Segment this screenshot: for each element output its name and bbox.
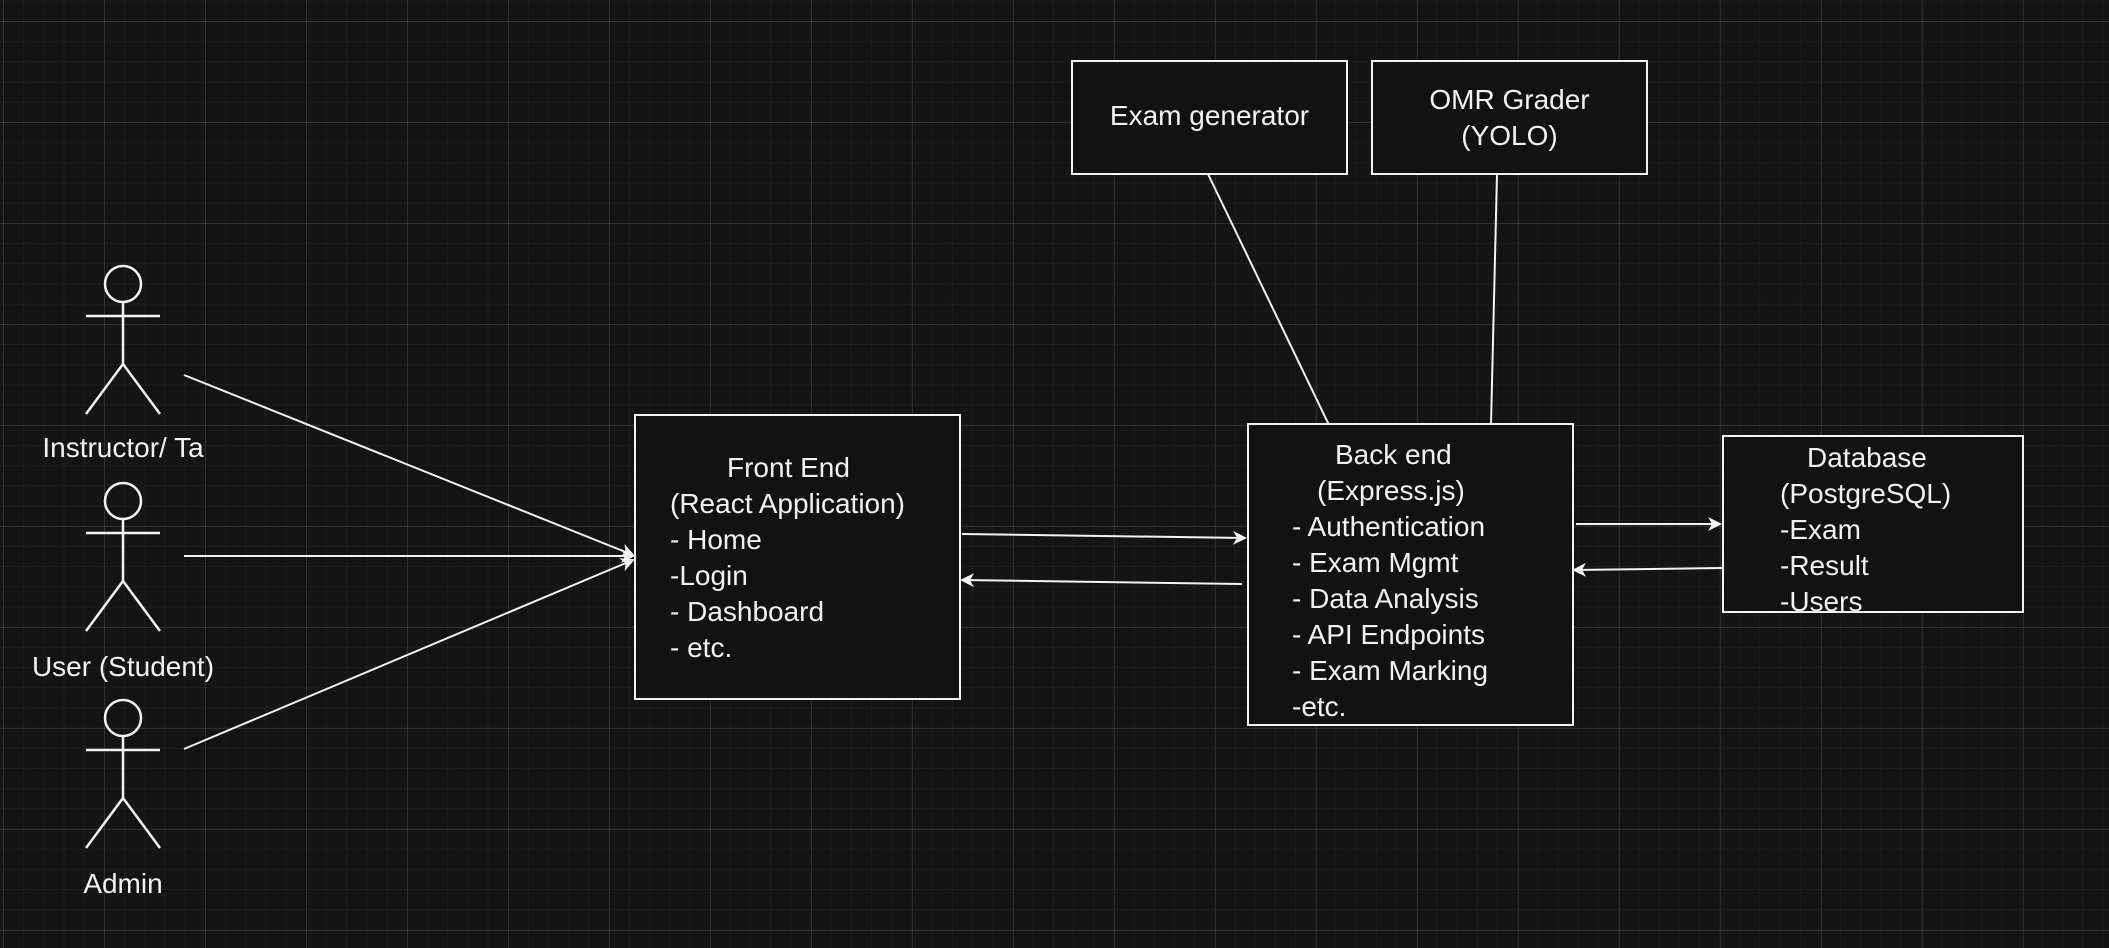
omr-grader-subtitle: (YOLO) [1461, 120, 1558, 151]
backend-box[interactable]: Back end (Express.js) - Authentication -… [1247, 423, 1574, 726]
backend-item-data-analysis: - Data Analysis [1292, 583, 1479, 614]
actor-student-label: User (Student) [31, 651, 215, 682]
database-item-result: -Result [1780, 550, 1869, 581]
backend-item-api-endpoints: - API Endpoints [1292, 619, 1486, 650]
frontend-title: Front End [727, 452, 850, 483]
database-box[interactable]: Database (PostgreSQL) -Exam -Result -Use… [1722, 435, 2024, 617]
arrow-admin-to-frontend[interactable] [183, 558, 635, 750]
omr-grader-box[interactable]: OMR Grader (YOLO) [1371, 60, 1648, 175]
actor-student-figure[interactable] [84, 481, 162, 632]
backend-item-authentication: - Authentication [1292, 511, 1486, 542]
arrow-instructor-to-frontend[interactable] [183, 374, 635, 558]
arrow-backend-to-frontend[interactable] [960, 573, 1243, 588]
backend-item-exam-marking: - Exam Marking [1292, 655, 1489, 686]
backend-subtitle: (Express.js) [1317, 475, 1465, 506]
database-subtitle: (PostgreSQL) [1780, 478, 1952, 509]
actor-instructor-figure[interactable] [84, 264, 162, 415]
connector-backend-exam-generator[interactable] [1207, 173, 1330, 426]
backend-item-etc: -etc. [1292, 691, 1347, 722]
frontend-subtitle: (React Application) [670, 488, 906, 519]
actor-admin-figure[interactable] [84, 698, 162, 849]
frontend-item-etc: - etc. [670, 632, 733, 663]
omr-grader-title: OMR Grader [1429, 84, 1590, 115]
frontend-item-dashboard: - Dashboard [670, 596, 825, 627]
frontend-item-login: -Login [670, 560, 748, 591]
arrow-frontend-to-backend[interactable] [961, 530, 1247, 545]
frontend-box[interactable]: Front End (React Application) - Home -Lo… [634, 414, 961, 700]
actor-admin-label: Admin [83, 868, 163, 899]
backend-title: Back end [1335, 439, 1452, 470]
actor-instructor-label: Instructor/ Ta [42, 432, 204, 463]
backend-item-exam-mgmt: - Exam Mgmt [1292, 547, 1459, 578]
connector-backend-omr-grader[interactable] [1490, 173, 1498, 426]
database-item-users: -Users [1780, 586, 1863, 617]
exam-generator-label: Exam generator [1109, 100, 1310, 131]
frontend-item-home: - Home [670, 524, 762, 555]
database-title: Database [1807, 442, 1927, 473]
exam-generator-box[interactable]: Exam generator [1071, 60, 1348, 175]
database-item-exam: -Exam [1780, 514, 1861, 545]
arrow-database-to-backend[interactable] [1572, 562, 1723, 577]
